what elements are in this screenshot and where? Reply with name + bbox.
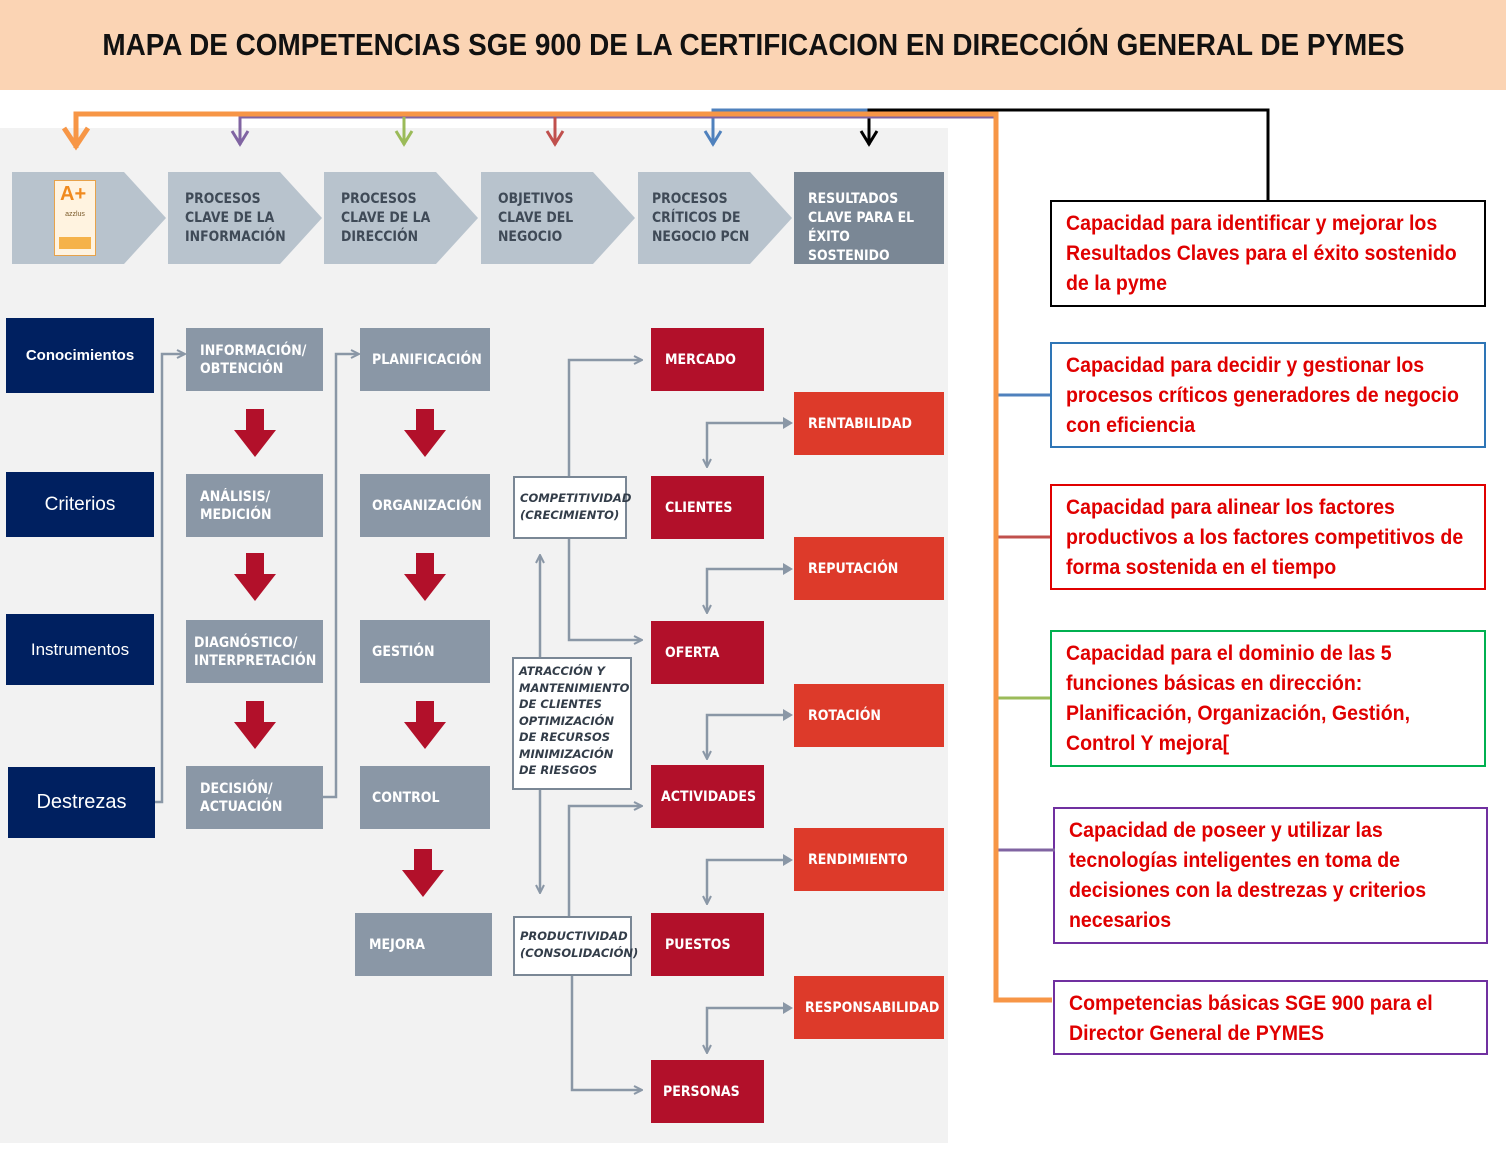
info-box-label: DECISIÓN/ ACTUACIÓN xyxy=(200,780,283,815)
header-chevron-procesos-dir: PROCESOS CLAVE DE LA DIRECCIÓN xyxy=(324,172,478,264)
red-arrow-icon xyxy=(545,130,565,147)
pcn-box-puestos: PUESTOS xyxy=(651,913,764,976)
pcn-box-label: PERSONAS xyxy=(663,1083,740,1100)
badge-stripe xyxy=(59,237,91,249)
pcn-box-personas: PERSONAS xyxy=(651,1060,764,1123)
pcn-box-label: MERCADO xyxy=(665,351,737,368)
competency-box-procesos-criticos: Capacidad para decidir y gestionar los p… xyxy=(1050,342,1486,448)
result-box-label: REPUTACIÓN xyxy=(808,560,899,577)
info-box-obtencion: INFORMACIÓN/ OBTENCIÓN xyxy=(186,328,323,391)
down-arrow-icon xyxy=(404,701,446,749)
direction-box-label: GESTIÓN xyxy=(372,643,435,660)
info-box-label: INFORMACIÓN/ OBTENCIÓN xyxy=(200,342,307,377)
down-arrow-icon xyxy=(234,553,276,601)
header-chevron-procesos-info: PROCESOS CLAVE DE LA INFORMACIÓN xyxy=(168,172,322,264)
competency-text: Capacidad para decidir y gestionar los p… xyxy=(1066,354,1459,437)
pcn-box-mercado: MERCADO xyxy=(651,328,764,391)
info-box-medicion: ANÁLISIS/ MEDICIÓN xyxy=(186,474,323,537)
header-label: PROCESOS CRÍTICOS DE NEGOCIO PCN xyxy=(652,191,750,245)
gray-arrowheads xyxy=(783,417,793,1014)
down-arrow-icon xyxy=(404,553,446,601)
header-resultados: RESULTADOS CLAVE PARA EL ÉXITO SOSTENIDO xyxy=(794,172,944,264)
top-bracket-lines xyxy=(73,108,1270,1003)
direction-box-label: ORGANIZACIÓN xyxy=(372,497,482,514)
side-label-criterios: Criterios xyxy=(6,472,154,537)
result-box-label: RESPONSABILIDAD xyxy=(805,999,940,1016)
direction-box-planificacion: PLANIFICACIÓN xyxy=(360,328,490,391)
info-box-interpretacion: DIAGNÓSTICO/ INTERPRETACIÓN xyxy=(186,620,323,683)
pcn-box-clientes: CLIENTES xyxy=(651,476,764,539)
red-down-arrows xyxy=(234,409,446,897)
down-arrow-icon xyxy=(402,849,444,897)
result-box-label: RENTABILIDAD xyxy=(808,415,912,432)
purple-arrow-icon xyxy=(230,130,250,147)
competency-text: Capacidad de poseer y utilizar las tecno… xyxy=(1069,819,1427,932)
header-label: PROCESOS CLAVE DE LA DIRECCIÓN xyxy=(341,191,431,245)
competency-text: Capacidad para el dominio de las 5 funci… xyxy=(1066,642,1411,755)
header-label: OBJETIVOS CLAVE DEL NEGOCIO xyxy=(498,191,574,245)
competency-box-tecnologias: Capacidad de poseer y utilizar las tecno… xyxy=(1053,807,1488,944)
info-box-actuacion: DECISIÓN/ ACTUACIÓN xyxy=(186,766,323,829)
result-box-rotacion: ROTACIÓN xyxy=(794,684,944,747)
competency-text: Competencias básicas SGE 900 para el Dir… xyxy=(1069,992,1433,1045)
title-banner: MAPA DE COMPETENCIAS SGE 900 DE LA CERTI… xyxy=(0,0,1506,90)
info-box-label: ANÁLISIS/ MEDICIÓN xyxy=(200,488,272,523)
competency-text: Capacidad para identificar y mejorar los… xyxy=(1066,212,1457,295)
orange-arrow-icon xyxy=(61,126,91,151)
direction-box-organizacion: ORGANIZACIÓN xyxy=(360,474,490,537)
green-arrow-icon xyxy=(394,130,414,147)
direction-box-label: CONTROL xyxy=(372,789,440,806)
page-title: MAPA DE COMPETENCIAS SGE 900 DE LA CERTI… xyxy=(101,27,1405,62)
direction-box-control: CONTROL xyxy=(360,766,490,829)
direction-box-mejora: MEJORA xyxy=(355,913,492,976)
pcn-box-label: OFERTA xyxy=(665,644,720,661)
down-arrow-icon xyxy=(234,701,276,749)
objective-atraccion: ATRACCIÓN Y MANTENIMIENTO DE CLIENTES OP… xyxy=(512,657,632,790)
down-arrow-icon xyxy=(404,409,446,457)
down-arrow-icon xyxy=(234,409,276,457)
direction-box-label: MEJORA xyxy=(369,936,426,953)
pcn-box-oferta: OFERTA xyxy=(651,621,764,684)
pcn-box-label: PUESTOS xyxy=(665,936,731,953)
blue-arrow-icon xyxy=(703,130,723,147)
aplus-certification-badge-icon: A+ azzlus xyxy=(54,180,96,256)
result-box-responsabilidad: RESPONSABILIDAD xyxy=(794,976,944,1039)
result-box-rendimiento: RENDIMIENTO xyxy=(794,828,944,891)
competency-box-funciones: Capacidad para el dominio de las 5 funci… xyxy=(1050,630,1486,767)
competency-box-resultados: Capacidad para identificar y mejorar los… xyxy=(1050,200,1486,307)
objective-competitividad: COMPETITIVIDAD (CRECIMIENTO) xyxy=(513,476,631,539)
result-box-reputacion: REPUTACIÓN xyxy=(794,537,944,600)
pcn-box-label: ACTIVIDADES xyxy=(661,788,757,805)
side-label-conocimientos: Conocimientos xyxy=(6,318,154,393)
gray-connectors xyxy=(155,354,790,1090)
competency-box-basicas: Competencias básicas SGE 900 para el Dir… xyxy=(1053,980,1488,1055)
result-box-label: RENDIMIENTO xyxy=(808,851,908,868)
pcn-box-label: CLIENTES xyxy=(665,499,733,516)
header-label: PROCESOS CLAVE DE LA INFORMACIÓN xyxy=(185,191,286,245)
competency-box-factores: Capacidad para alinear los factores prod… xyxy=(1050,484,1486,590)
objective-productividad: PRODUCTIVIDAD (CONSOLIDACIÓN) xyxy=(513,916,638,976)
direction-box-label: PLANIFICACIÓN xyxy=(372,351,482,368)
black-arrow-icon xyxy=(859,130,879,147)
side-label-instrumentos: Instrumentos xyxy=(6,614,154,685)
direction-box-gestion: GESTIÓN xyxy=(360,620,490,683)
header-chevron-objetivos: OBJETIVOS CLAVE DEL NEGOCIO xyxy=(481,172,635,264)
info-box-label: DIAGNÓSTICO/ INTERPRETACIÓN xyxy=(194,634,317,669)
competency-text: Capacidad para alinear los factores prod… xyxy=(1066,496,1464,579)
pcn-box-actividades: ACTIVIDADES xyxy=(651,765,764,828)
side-label-destrezas: Destrezas xyxy=(8,767,155,838)
badge-text: A+ xyxy=(60,183,87,205)
result-box-label: ROTACIÓN xyxy=(808,707,881,724)
header-chevron-procesos-pcn: PROCESOS CRÍTICOS DE NEGOCIO PCN xyxy=(638,172,792,264)
header-label: RESULTADOS CLAVE PARA EL ÉXITO SOSTENIDO xyxy=(808,191,915,264)
badge-label: azzlus xyxy=(65,211,85,218)
result-box-rentabilidad: RENTABILIDAD xyxy=(794,392,944,455)
